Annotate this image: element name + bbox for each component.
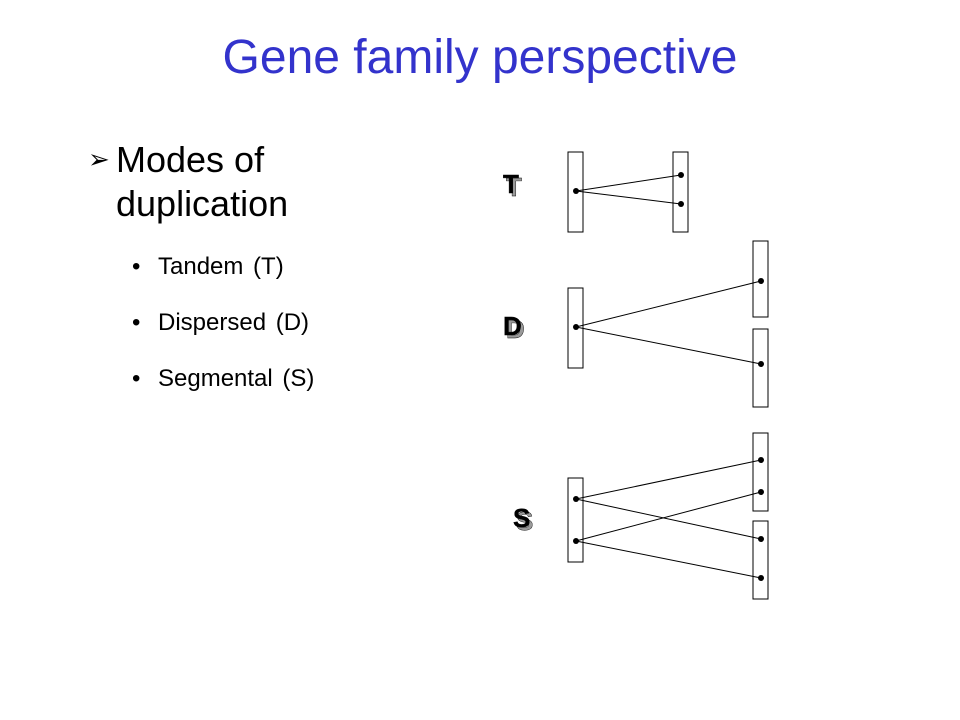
sub-bullet-label: Dispersed (D) xyxy=(158,309,310,336)
sub-bullet-dispersed: • Dispersed (D) xyxy=(132,306,452,362)
bullet-dot-icon: • xyxy=(132,253,141,280)
dispersed-diagram: D D xyxy=(503,240,769,408)
gene-dot xyxy=(678,201,684,207)
arrow-bullet-icon: ➢ xyxy=(88,144,110,174)
segmental-link xyxy=(575,540,762,579)
tandem-label: T xyxy=(503,169,519,199)
sub-bullet-list: • Tandem (T) • Dispersed (D) • Segmental… xyxy=(132,250,452,418)
segmental-label-shadow: S xyxy=(516,506,533,536)
gene-dot xyxy=(573,538,579,544)
gene-dot xyxy=(758,489,764,495)
bullet-dot-icon: • xyxy=(132,365,141,392)
dispersed-link xyxy=(575,280,762,328)
dispersed-label: D xyxy=(503,311,522,341)
sub-bullet-label: Segmental (S) xyxy=(158,365,315,392)
sub-bullet-segmental: • Segmental (S) xyxy=(132,362,452,418)
segmental-link xyxy=(575,491,762,542)
main-bullet-text: Modes of duplication xyxy=(116,139,289,224)
dispersed-target-chromosome-2 xyxy=(752,328,769,408)
gene-dot xyxy=(573,496,579,502)
tandem-diagram: T T xyxy=(503,151,689,233)
tandem-link xyxy=(575,190,682,205)
gene-dot xyxy=(758,361,764,367)
gene-dot xyxy=(573,188,579,194)
segmental-target-chromosome-2 xyxy=(752,520,769,600)
segmental-source-chromosome xyxy=(567,477,584,563)
sub-bullet-label: Tandem (T) xyxy=(158,253,284,280)
gene-dot xyxy=(573,324,579,330)
bullet-dot-icon: • xyxy=(132,309,141,336)
segmental-link xyxy=(575,498,762,540)
tandem-label-shadow: T xyxy=(506,172,522,202)
tandem-target-chromosome xyxy=(672,151,689,233)
sub-bullet-tandem: • Tandem (T) xyxy=(132,250,452,306)
segmental-diagram: S S xyxy=(513,432,769,600)
gene-dot xyxy=(758,536,764,542)
gene-dot xyxy=(758,575,764,581)
segmental-link xyxy=(575,459,762,500)
segmental-label: S xyxy=(513,503,530,533)
segmental-target-chromosome-1 xyxy=(752,432,769,512)
dispersed-label-shadow: D xyxy=(506,314,525,344)
gene-dot xyxy=(758,278,764,284)
tandem-link xyxy=(575,174,682,192)
dispersed-link xyxy=(575,326,762,365)
gene-dot xyxy=(758,457,764,463)
gene-dot xyxy=(678,172,684,178)
slide-title: Gene family perspective xyxy=(222,31,738,84)
